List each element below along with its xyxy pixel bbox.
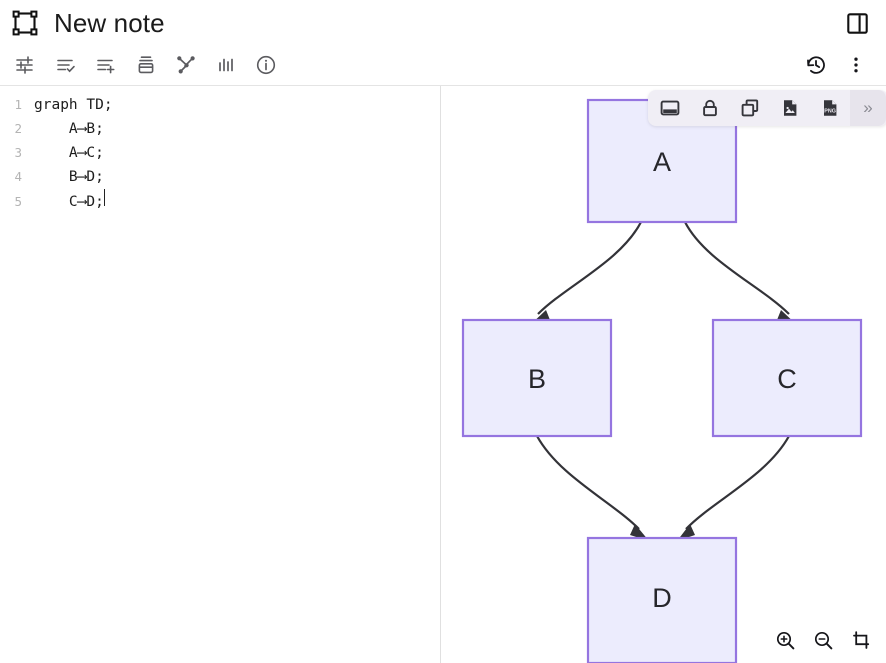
chevron-double-right-icon[interactable]: » — [850, 90, 886, 126]
code-line: 1 graph TD; — [0, 93, 440, 117]
line-number: 1 — [14, 97, 22, 112]
graph-nodes-icon[interactable] — [166, 48, 206, 82]
code-line: 4 B⟶D; — [0, 165, 440, 189]
more-vertical-icon[interactable] — [836, 48, 876, 82]
lock-icon[interactable] — [690, 92, 730, 124]
line-text: B⟶D; — [34, 169, 104, 185]
caption-window-icon[interactable] — [650, 92, 690, 124]
code-line: 2 A⟶B; — [0, 117, 440, 141]
note-title[interactable]: New note — [54, 8, 165, 38]
edge-a-b — [529, 221, 642, 326]
diagram-preview-pane[interactable]: A B C D — [441, 86, 886, 663]
edge-b-d — [536, 435, 649, 541]
split-pane-icon[interactable] — [840, 6, 874, 40]
add-list-item-icon[interactable] — [86, 48, 126, 82]
line-text: C⟶D; — [34, 194, 104, 210]
line-text: graph TD; — [34, 97, 113, 113]
code-line: 3 A⟶C; — [0, 141, 440, 165]
diagram-node-d[interactable]: D — [586, 536, 738, 663]
info-circle-icon[interactable] — [246, 48, 286, 82]
image-file-icon[interactable] — [770, 92, 810, 124]
mermaid-flowchart: A B C D — [461, 98, 863, 663]
text-caret — [103, 189, 105, 206]
icon-toolbar — [0, 44, 886, 86]
card-stack-icon[interactable] — [126, 48, 166, 82]
zoom-in-icon[interactable] — [768, 623, 802, 657]
title-bar: New note — [0, 0, 886, 46]
fit-to-screen-icon[interactable] — [844, 623, 878, 657]
zoom-controls — [768, 623, 878, 657]
png-file-icon[interactable]: PNG — [810, 92, 850, 124]
bar-chart-icon[interactable] — [206, 48, 246, 82]
copy-icon[interactable] — [730, 92, 770, 124]
line-text: A⟶B; — [34, 121, 104, 137]
diagram-node-c[interactable]: C — [711, 318, 863, 438]
checklist-icon[interactable] — [46, 48, 86, 82]
code-editor-pane[interactable]: 1 graph TD; 2 A⟶B; 3 A⟶C; 4 B⟶D; 5 C⟶D; — [0, 86, 440, 663]
diagram-node-b[interactable]: B — [461, 318, 613, 438]
zoom-out-icon[interactable] — [806, 623, 840, 657]
node-label-a: A — [653, 147, 671, 177]
line-number: 2 — [14, 121, 22, 136]
node-label-c: C — [777, 364, 797, 394]
node-label-b: B — [528, 364, 546, 394]
diagram-floating-toolbar: PNG » — [648, 90, 886, 126]
node-label-d: D — [652, 583, 672, 613]
pane-divider[interactable] — [440, 86, 441, 663]
selection-handles-icon[interactable] — [10, 8, 40, 38]
history-icon[interactable] — [796, 48, 836, 82]
line-number: 5 — [14, 194, 22, 209]
line-number: 3 — [14, 145, 22, 160]
edge-a-c — [684, 221, 798, 326]
svg-text:PNG: PNG — [824, 108, 836, 114]
edge-c-d — [677, 435, 790, 541]
code-editor[interactable]: 1 graph TD; 2 A⟶B; 3 A⟶C; 4 B⟶D; 5 C⟶D; — [0, 86, 440, 213]
code-line: 5 C⟶D; — [0, 189, 440, 213]
line-number: 4 — [14, 169, 22, 184]
line-text: A⟶C; — [34, 145, 104, 161]
settings-sliders-icon[interactable] — [6, 48, 46, 82]
